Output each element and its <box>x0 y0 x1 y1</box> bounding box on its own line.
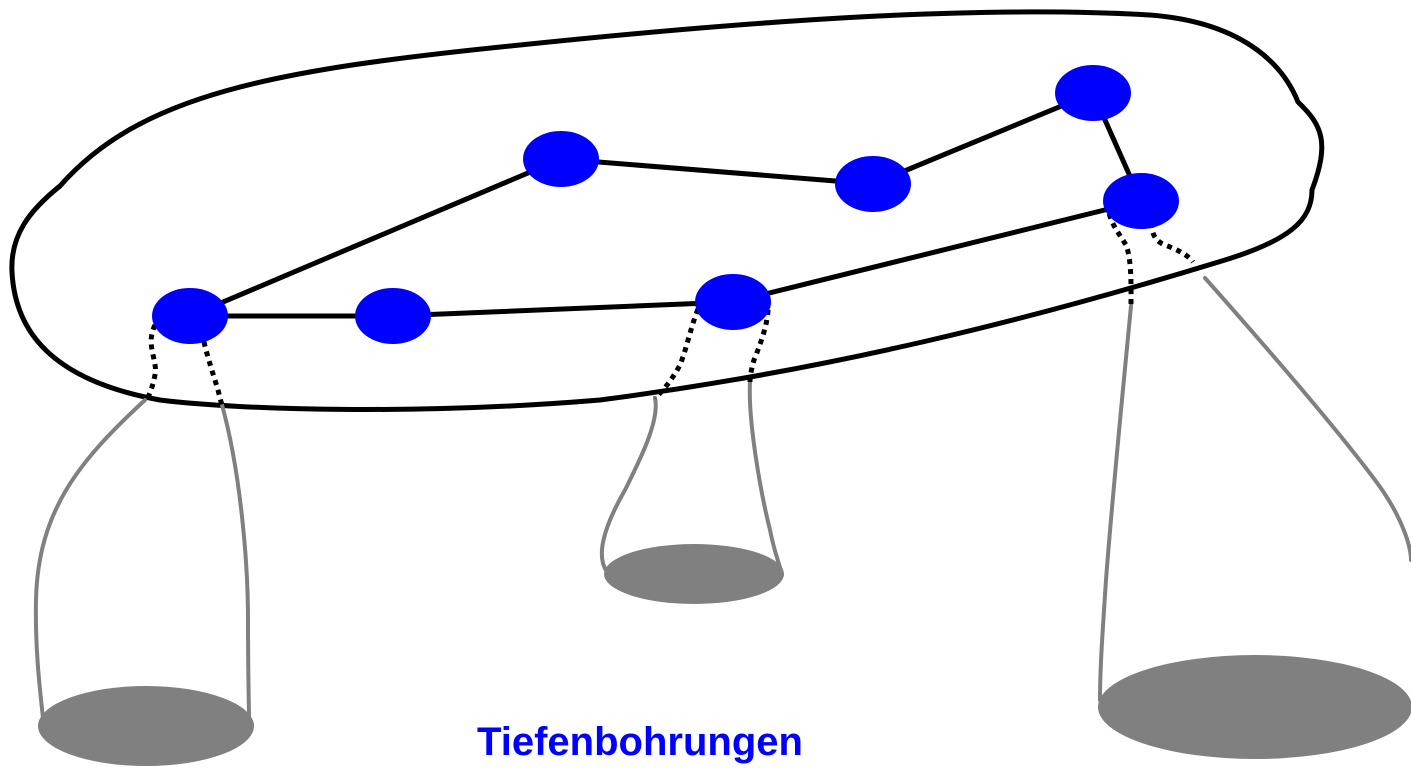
shaft-left-inner <box>220 403 251 722</box>
shaft-center-outer <box>599 396 658 574</box>
connector-left-b <box>199 331 225 406</box>
connector-center-a <box>653 298 705 400</box>
wells <box>38 544 1411 766</box>
connector-center-b <box>747 299 771 383</box>
caption-label: Tiefenbohrungen <box>477 720 803 764</box>
edge-2-3 <box>390 299 736 319</box>
shaft-right-outer <box>1098 304 1133 702</box>
node-3 <box>695 274 771 330</box>
node-6 <box>835 156 911 212</box>
connector-left-a <box>142 323 158 404</box>
shaft-left-outer <box>33 398 147 720</box>
node-7 <box>523 131 599 187</box>
node-5 <box>1055 65 1131 121</box>
node-2 <box>355 288 431 344</box>
region-outline <box>9 9 1325 412</box>
node-1 <box>152 288 228 344</box>
well-left <box>38 686 254 766</box>
edge-3-4 <box>730 198 1144 305</box>
edge-7-1 <box>187 156 564 319</box>
well-center <box>604 544 784 604</box>
edge-5-6 <box>870 90 1096 187</box>
shaft-center-inner <box>747 380 784 577</box>
edge-6-7 <box>558 156 876 187</box>
shaft-right-inner <box>1203 276 1411 562</box>
node-4 <box>1103 173 1179 229</box>
graph-edges <box>187 90 1144 319</box>
borehole-shafts <box>33 276 1411 722</box>
well-right <box>1098 655 1411 759</box>
graph-nodes <box>152 65 1179 344</box>
